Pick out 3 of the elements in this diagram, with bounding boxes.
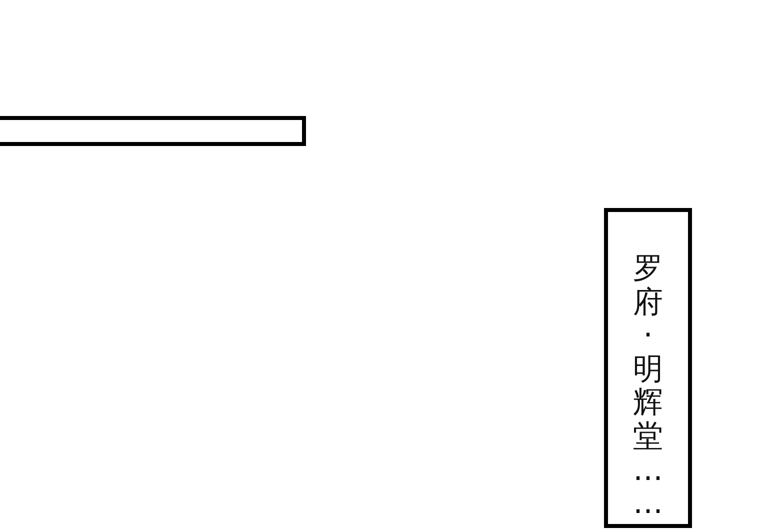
- banner-bar: [0, 116, 306, 146]
- caption-box: [604, 208, 692, 528]
- caption-text: 罗府·明辉堂……: [632, 252, 664, 521]
